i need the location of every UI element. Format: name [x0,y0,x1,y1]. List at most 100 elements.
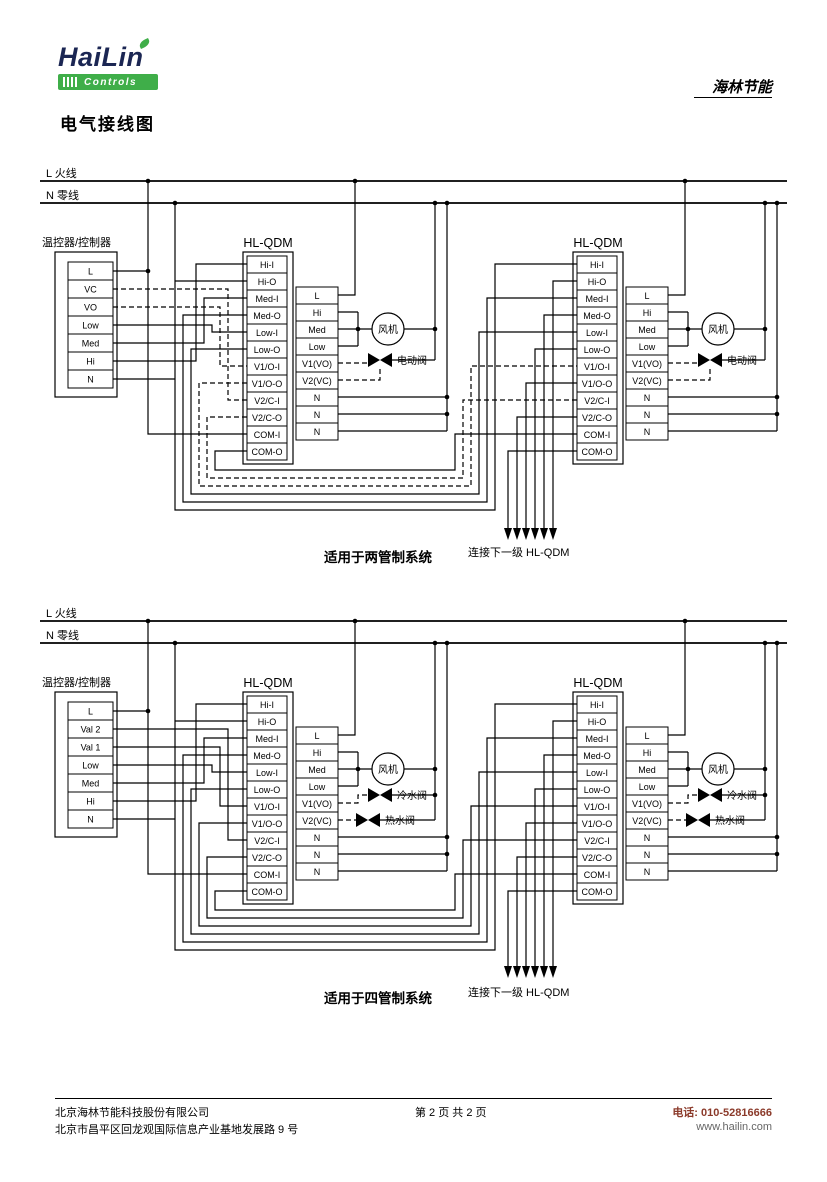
arrow-down-icon [513,528,521,540]
hot-valve-label: 热水阀 [715,814,745,827]
terminal-label: V1/O-O [582,819,613,829]
terminal-label: V1/O-O [582,379,613,389]
terminal-label: Low [639,782,656,792]
controller-title: 温控器/控制器 [42,235,111,249]
terminal-label: Hi [313,308,322,318]
footer-company: 北京海林节能科技股份有限公司 [55,1107,209,1119]
qdm2-left-terminals: Hi-IHi-OMed-IMed-OLow-ILow-OV1/O-IV1/O-O… [576,255,618,461]
terminal-label: N [314,850,321,860]
terminal-label: Low [82,760,99,770]
terminal-label: Hi [643,308,652,318]
terminal-label: N [314,410,321,420]
terminal-label: N [314,833,321,843]
valve-icon [380,788,392,802]
logo-controls-bar: Controls [58,74,158,90]
terminal-label: N [644,867,651,877]
terminal-label: V1/O-O [252,379,283,389]
terminal-label: Med-O [583,751,611,761]
terminal-label: V1(VO) [632,359,662,369]
qdm2-title: HL-QDM [573,676,622,690]
terminal-label: Hi-O [258,717,277,727]
controller-box [54,691,118,838]
terminal-label: V2/C-O [252,853,282,863]
terminal-label: V2(VC) [302,816,332,826]
terminal-label: N [644,833,651,843]
valve-icon [710,353,722,367]
hot-valve-label: 热水阀 [385,814,415,827]
terminal-label: Low-I [256,328,278,338]
arrow-down-icon [531,528,539,540]
terminal-label: V2/C-I [584,396,610,406]
fan-label: 风机 [378,763,398,776]
fan-icon [371,312,405,346]
next-level-arrows [504,966,557,978]
fan-label: 风机 [708,323,728,336]
terminal-label: Med-O [253,311,281,321]
terminal-label: COM-O [582,887,613,897]
terminal-label: VC [84,284,97,294]
terminal-label: N [644,427,651,437]
qdm1-title: HL-QDM [243,676,292,690]
cold-valve-label: 冷水阀 [727,789,757,802]
terminal-label: V1/O-I [584,362,610,372]
terminal-label: COM-I [254,430,281,440]
terminal-label: Hi-I [590,700,604,710]
valve-icon [686,813,698,827]
terminal-cell [625,862,669,881]
arrow-down-icon [504,528,512,540]
arrow-down-icon [522,966,530,978]
terminal-label: Hi [643,748,652,758]
cold-valve-label: 冷水阀 [397,789,427,802]
live-bus-label: L 火线 [46,606,77,620]
page-title: 电气接线图 [60,115,155,134]
wires-dashed [113,288,711,487]
neutral-bus-label: N 零线 [46,188,79,202]
fan-label: 风机 [378,323,398,336]
terminal-label: Med [308,325,326,335]
terminal-label: V1/O-I [254,362,280,372]
terminal-cell [576,882,618,901]
terminal-label: N [644,393,651,403]
arrow-down-icon [531,966,539,978]
terminal-label: Med [638,325,656,335]
qdm-unit-box [242,251,294,465]
arrow-down-icon [549,528,557,540]
diagram-caption: 适用于四管制系统 [324,990,432,1006]
terminal-label: VO [84,302,97,312]
next-level-label: 连接下一级 HL-QDM [468,986,569,999]
terminal-label: COM-O [582,447,613,457]
terminal-label: Low-O [584,345,611,355]
terminal-label: Low-O [254,345,281,355]
valve-icon [698,353,710,367]
terminal-label: N [644,410,651,420]
terminal-label: V2/C-O [252,413,282,423]
terminal-label: V2/C-O [582,853,612,863]
fan-icon [701,312,735,346]
terminal-label: Med-O [253,751,281,761]
terminal-label: Med-I [585,294,608,304]
terminal-cell [67,369,114,389]
qdm1-title: HL-QDM [243,236,292,250]
terminal-label: N [87,814,94,824]
qdm1-left-terminals: Hi-IHi-OMed-IMed-OLow-ILow-OV1/O-IV1/O-O… [246,255,288,461]
arrow-down-icon [513,966,521,978]
valve-icon [380,353,392,367]
qdm2-left-terminals: Hi-IHi-OMed-IMed-OLow-ILow-OV1/O-IV1/O-O… [576,695,618,901]
terminal-label: Med-I [585,734,608,744]
terminal-cell [625,422,669,441]
qdm-unit-box [572,251,624,465]
brand-calligraphy: 海林节能 [711,80,772,96]
terminal-label: V1/O-O [252,819,283,829]
terminal-label: L [88,706,93,716]
controller-title: 温控器/控制器 [42,675,111,689]
terminal-label: V1(VO) [302,359,332,369]
page-number: 第 2 页 共 2 页 [415,1107,487,1119]
terminal-label: V2/C-O [582,413,612,423]
terminal-label: Hi-I [260,700,274,710]
live-bus-label: L 火线 [46,166,77,180]
terminal-label: Hi-O [258,277,277,287]
